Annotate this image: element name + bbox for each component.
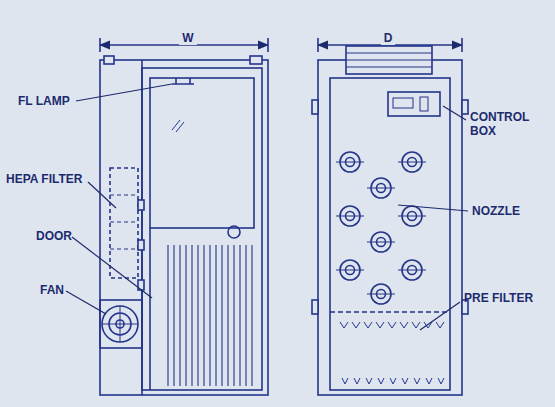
part-label: DOOR [36,229,72,243]
fan [102,306,138,342]
control-box [388,92,440,116]
door-window [150,78,254,228]
fan-housing [100,300,142,348]
part-label: FL LAMP [18,94,70,108]
leader-lines [66,84,468,330]
front-view [100,56,268,395]
dimension-label: D [381,31,396,45]
fl-lamp [172,78,194,84]
part-label: PRE FILTER [464,291,533,305]
dimension-label: W [179,31,196,45]
door-handle [228,226,240,238]
part-label: CONTROL BOX [470,110,534,138]
part-label: HEPA FILTER [6,172,82,186]
nozzle-array [336,152,426,304]
pre-filter [330,311,450,313]
part-label: FAN [40,283,64,297]
side-view [312,46,468,395]
hepa-filter [110,168,138,278]
part-label: NOZZLE [472,204,520,218]
